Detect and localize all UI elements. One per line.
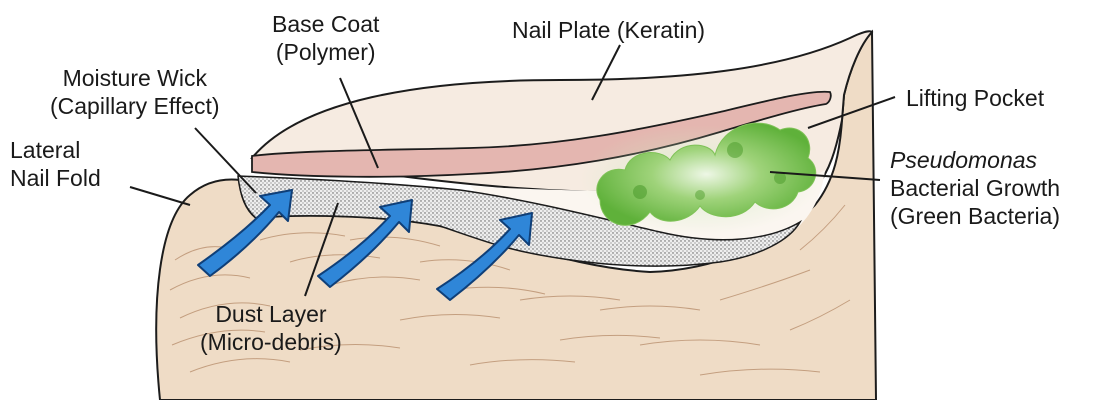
label-lifting-pocket: Lifting Pocket <box>906 84 1044 112</box>
label-nail-plate: Nail Plate (Keratin) <box>512 16 705 44</box>
leader-lateral-nail-fold <box>130 187 190 205</box>
label-base-coat-line-1: Base Coat <box>272 10 379 38</box>
label-dust-layer: Dust Layer (Micro-debris) <box>200 300 342 356</box>
label-lateral-nail-fold: Lateral Nail Fold <box>10 136 101 192</box>
label-lifting-pocket-line-1: Lifting Pocket <box>906 84 1044 112</box>
label-base-coat-line-2: (Polymer) <box>272 38 379 66</box>
label-moisture-wick: Moisture Wick (Capillary Effect) <box>50 64 220 120</box>
label-dust-layer-line-1: Dust Layer <box>200 300 342 328</box>
label-base-coat: Base Coat (Polymer) <box>272 10 379 66</box>
label-bacterial-growth-line-2: (Green Bacteria) <box>890 202 1060 230</box>
label-bacterial-growth: Pseudomonas Bacterial Growth (Green Bact… <box>890 146 1060 230</box>
label-bacterial-growth-line-1: Bacterial Growth <box>890 174 1060 202</box>
label-moisture-wick-line-1: Moisture Wick <box>50 64 220 92</box>
label-moisture-wick-line-2: (Capillary Effect) <box>50 92 220 120</box>
label-dust-layer-line-2: (Micro-debris) <box>200 328 342 356</box>
label-lateral-nail-fold-line-1: Lateral <box>10 136 101 164</box>
label-nail-plate-line-1: Nail Plate (Keratin) <box>512 16 705 44</box>
label-lateral-nail-fold-line-2: Nail Fold <box>10 164 101 192</box>
label-bacterial-growth-genus: Pseudomonas <box>890 146 1060 174</box>
